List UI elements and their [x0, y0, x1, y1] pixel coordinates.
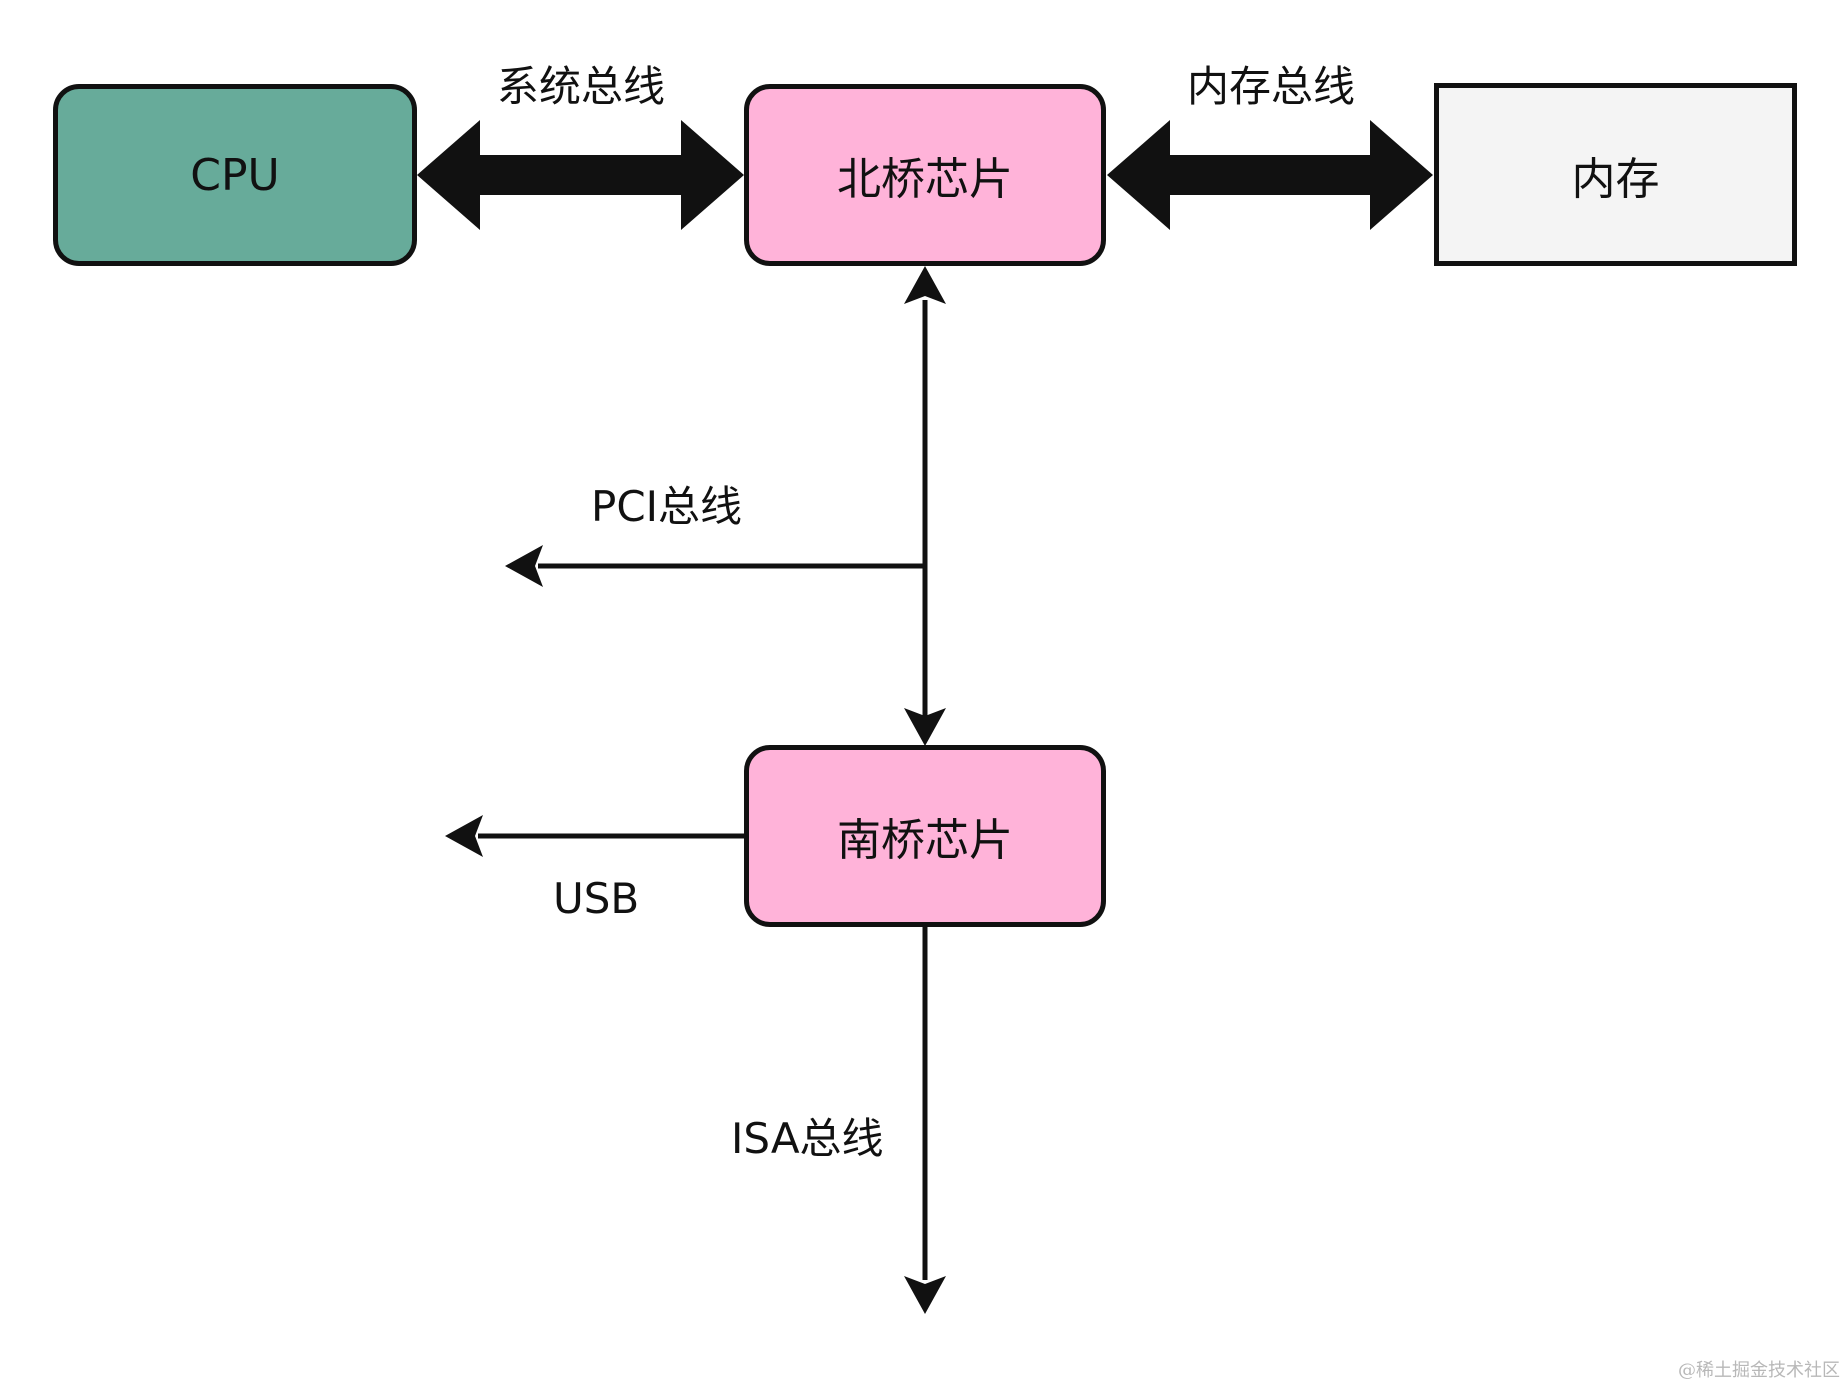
northbridge-node: 北桥芯片 — [744, 84, 1106, 266]
isa-bus-label: ISA总线 — [731, 1114, 884, 1163]
usb-arrowhead — [445, 815, 483, 857]
northbridge-arrowhead — [904, 266, 946, 304]
isa-bus-arrowhead — [904, 1276, 946, 1314]
cpu-node: CPU — [53, 84, 417, 266]
usb-label: USB — [553, 874, 640, 923]
memory-bus-label: 内存总线 — [1187, 62, 1356, 111]
system-bus-label: 系统总线 — [497, 62, 666, 111]
memory-bus-arrow — [1107, 120, 1433, 230]
watermark: @稀土掘金技术社区 — [1678, 1360, 1840, 1381]
memory-label: 内存 — [1571, 153, 1660, 205]
pci-bus-label: PCI总线 — [591, 482, 743, 531]
southbridge-node: 南桥芯片 — [744, 745, 1106, 927]
memory-node: 内存 — [1434, 83, 1797, 266]
pci-bus-arrowhead — [505, 545, 543, 587]
northbridge-label: 北桥芯片 — [837, 154, 1013, 205]
system-bus-arrow — [417, 120, 744, 230]
southbridge-arrowhead — [904, 708, 946, 746]
cpu-label: CPU — [190, 149, 280, 201]
southbridge-label: 南桥芯片 — [837, 815, 1013, 866]
